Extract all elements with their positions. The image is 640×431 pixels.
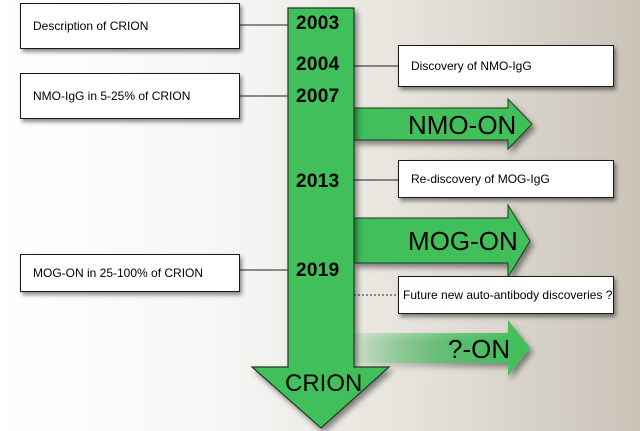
note-box-rediscovery-mog-igg: Re-discovery of MOG-IgG <box>398 160 614 198</box>
note-box-discovery-nmo-igg: Discovery of NMO-IgG <box>398 45 614 87</box>
year-label: 2013 <box>296 171 340 192</box>
branch-arrow-mog-on <box>353 203 531 279</box>
note-text: MOG-ON in 25-100% of CRION <box>33 266 204 280</box>
note-text: Re-discovery of MOG-IgG <box>411 172 550 186</box>
year-label: 2004 <box>296 54 340 75</box>
note-text: Discovery of NMO-IgG <box>411 59 532 73</box>
mog-on-label: MOG-ON <box>408 226 518 256</box>
note-box-description-of-crion: Description of CRION <box>20 3 240 49</box>
main-timeline-arrow <box>250 7 391 429</box>
year-label: 2007 <box>296 86 340 107</box>
branch-arrow-unknown-on <box>354 320 530 376</box>
note-box-mog-on-prevalence: MOG-ON in 25-100% of CRION <box>20 254 240 292</box>
note-box-nmo-igg-prevalence: NMO-IgG in 5-25% of CRION <box>20 73 240 119</box>
year-label: 2003 <box>296 13 340 34</box>
note-text: NMO-IgG in 5-25% of CRION <box>33 89 191 103</box>
note-text: Description of CRION <box>33 19 149 33</box>
nmo-on-label: NMO-ON <box>408 110 517 140</box>
unknown-on-label: ?-ON <box>448 334 511 364</box>
branch-arrow-nmo-on <box>353 97 533 151</box>
note-text: Future new auto-antibody discoveries ? <box>403 288 613 302</box>
year-label: 2019 <box>296 260 340 281</box>
crion-label: CRION <box>285 370 363 397</box>
note-box-future-discoveries: Future new auto-antibody discoveries ? <box>398 276 614 314</box>
